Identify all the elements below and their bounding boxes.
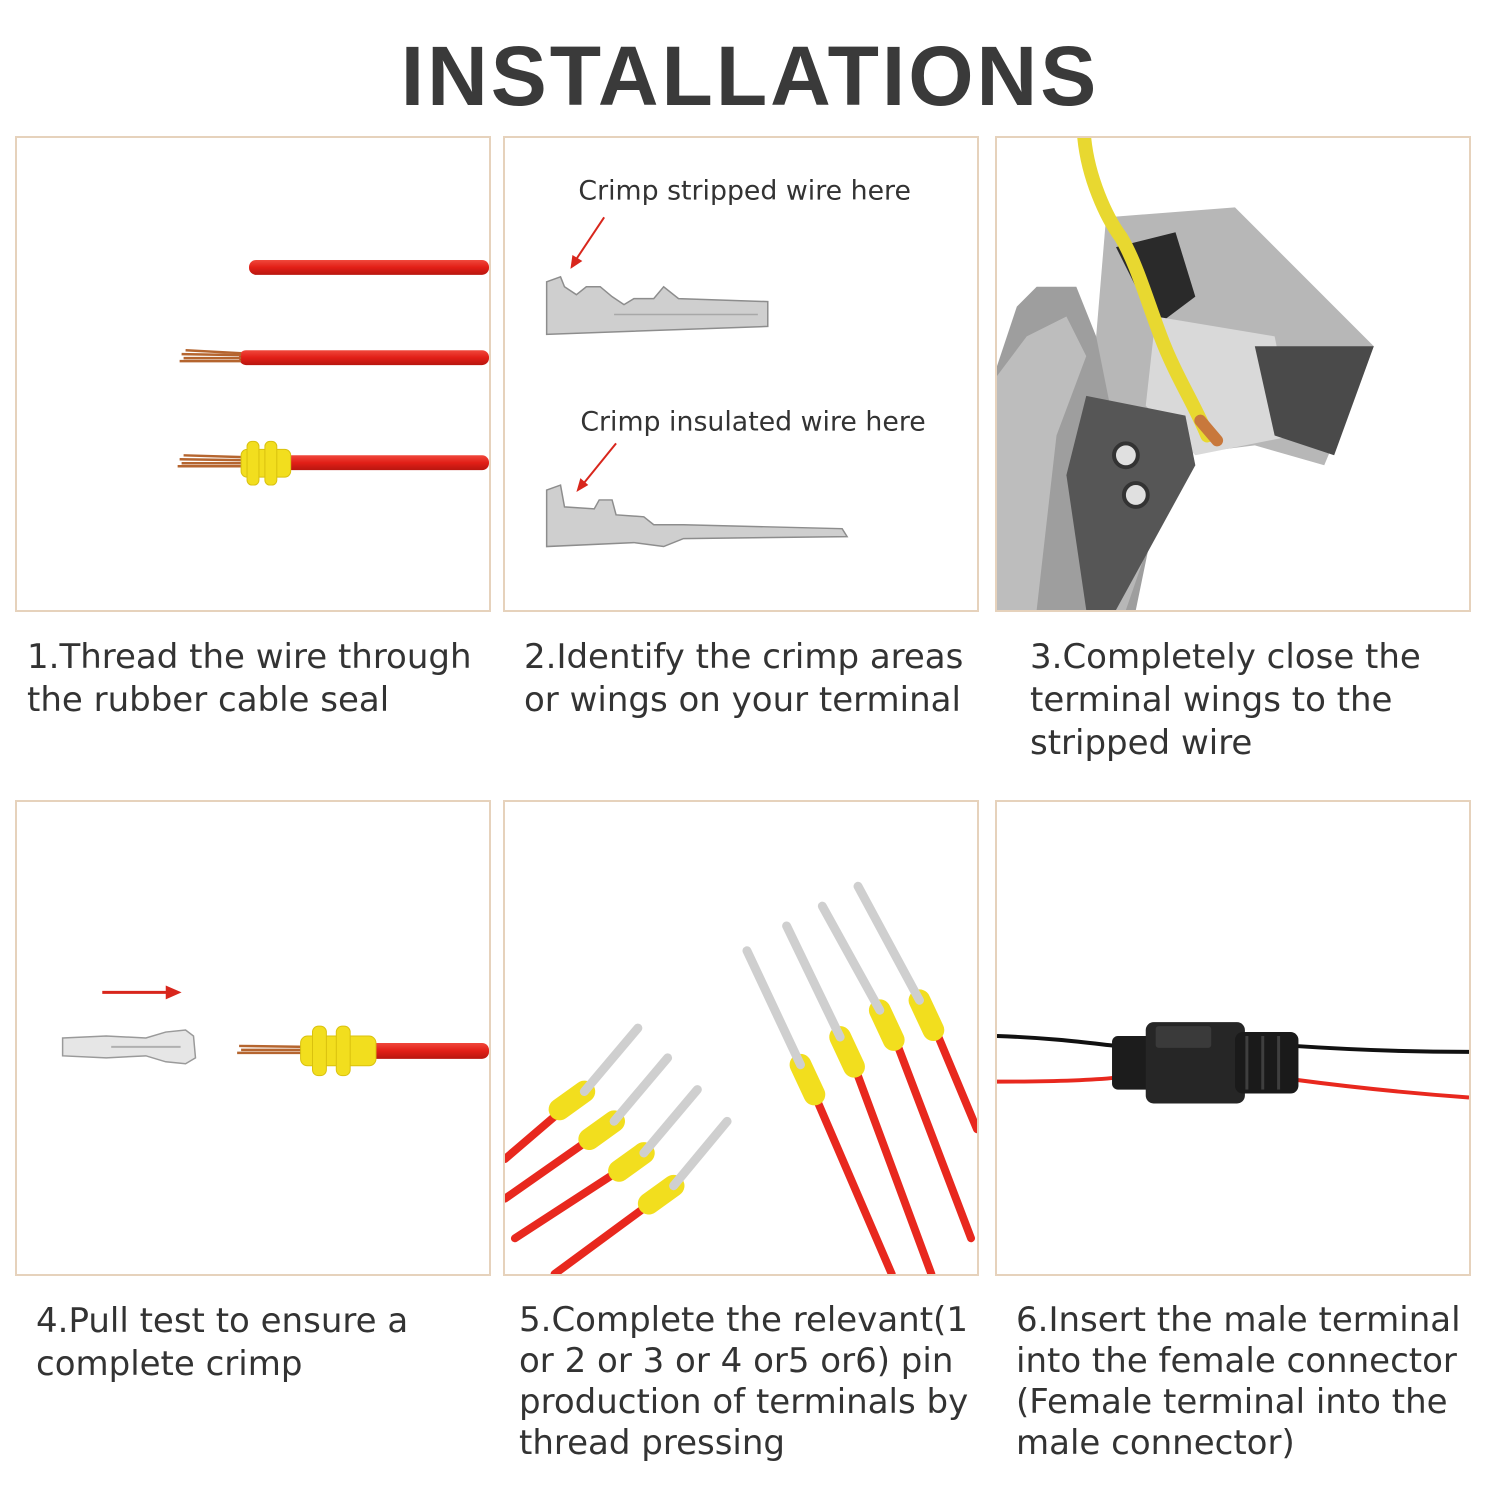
male-terminal: [545, 484, 849, 548]
step-4-image: [15, 800, 491, 1276]
pointer-arrow-icon: [576, 442, 617, 492]
red-wire-insulated: [249, 259, 489, 275]
step-1-image: [15, 136, 491, 612]
yellow-wire: [1077, 138, 1224, 447]
step-6-image: [995, 800, 1471, 1276]
crimping-tool: [997, 207, 1374, 610]
step-4-caption: 4.Pull test to ensure a complete crimp: [36, 1301, 409, 1384]
step-5-image: [503, 800, 979, 1276]
step-6-caption: 6.Insert the male terminal into the fema…: [1016, 1300, 1461, 1463]
red-wire-stripped: [179, 348, 489, 366]
wires: [997, 1034, 1469, 1100]
crimped-terminals-left: [505, 1023, 732, 1274]
female-terminal: [61, 1029, 197, 1065]
crimp-stripped-label: Crimp stripped wire here: [578, 175, 911, 206]
pointer-arrow-icon: [570, 216, 605, 269]
step-2-caption: 2.Identify the crimp areas or wings on y…: [524, 637, 964, 720]
step-2-image: Crimp stripped wire here Crimp insulated…: [503, 136, 979, 612]
red-wire-with-seal: [177, 440, 489, 486]
step-1-caption: 1.Thread the wire through the rubber cab…: [27, 637, 472, 720]
rubber-seal: [300, 1025, 377, 1077]
page-title: INSTALLATIONS: [400, 29, 1100, 123]
step-5-caption: 5.Complete the relevant(1 or 2 or 3 or 4…: [519, 1300, 969, 1463]
crimp-insulated-label: Crimp insulated wire here: [580, 407, 925, 438]
step-3-caption: 3.Completely close the terminal wings to…: [1030, 637, 1421, 763]
rubber-seal: [240, 440, 292, 486]
pull-arrow-icon: [102, 985, 182, 1000]
female-terminal: [545, 275, 769, 336]
red-wire-with-seal: [237, 1025, 489, 1077]
step-3-image: [995, 136, 1471, 612]
waterproof-connector: [1112, 1022, 1299, 1104]
crimped-terminals-right: [742, 881, 977, 1274]
